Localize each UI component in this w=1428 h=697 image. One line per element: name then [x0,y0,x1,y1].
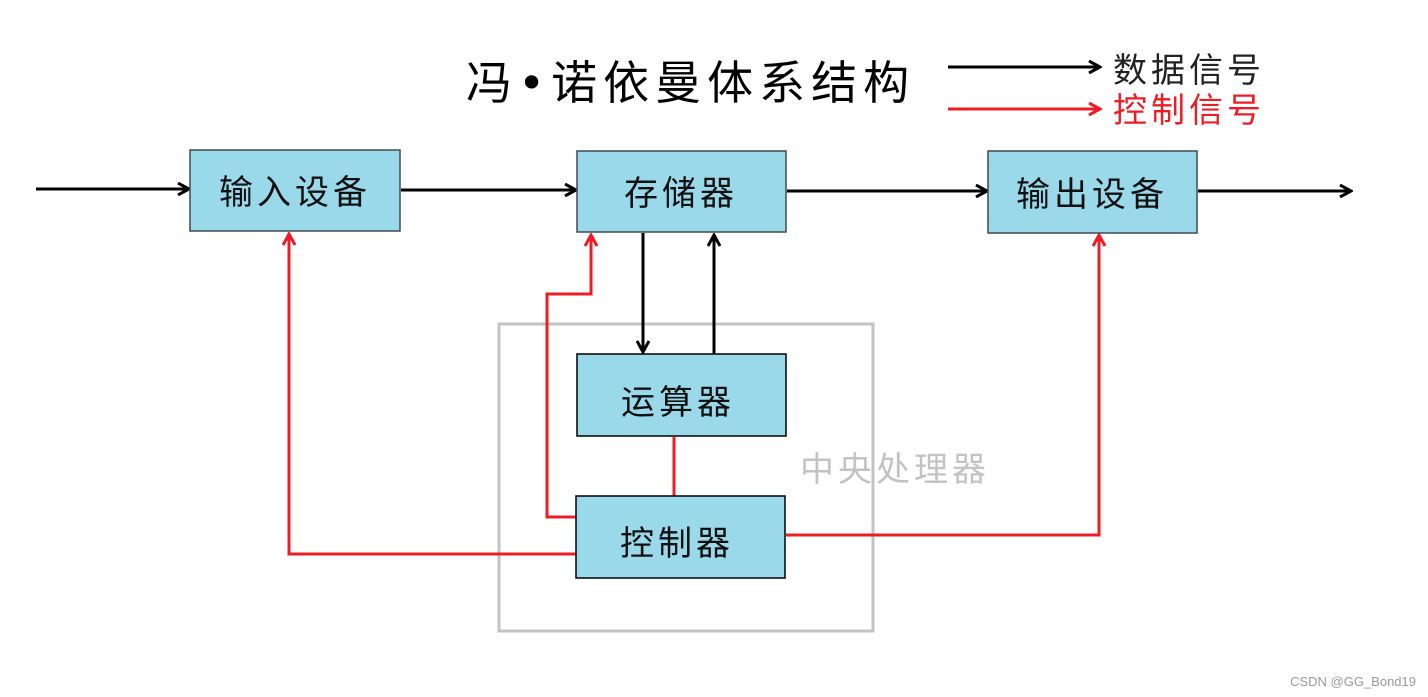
node-input-label: 输入设备 [219,173,371,213]
edge-controller-to-input [289,234,576,556]
node-output: 输出设备 [987,150,1198,234]
node-memory: 存储器 [576,150,787,233]
cpu-frame [497,322,875,633]
node-controller-label: 控制器 [620,524,734,564]
legend-data-label: 数据信号 [1113,51,1265,91]
node-alu: 运算器 [576,353,787,437]
watermark: CSDN @GG_Bond19 [1290,674,1416,689]
node-controller: 控制器 [575,495,786,579]
legend: 数据信号 控制信号 [948,51,1265,131]
node-memory-label: 存储器 [624,174,738,214]
node-alu-label: 运算器 [621,383,735,423]
edge-controller-to-output [786,235,1099,537]
diagram-title: 冯•诺依曼体系结构 [466,56,915,110]
legend-control-label: 控制信号 [1113,91,1265,131]
edge-controller-to-memory [545,235,591,519]
node-input: 输入设备 [189,149,401,232]
node-output-label: 输出设备 [1016,175,1168,215]
cpu-label: 中央处理器 [800,450,990,490]
